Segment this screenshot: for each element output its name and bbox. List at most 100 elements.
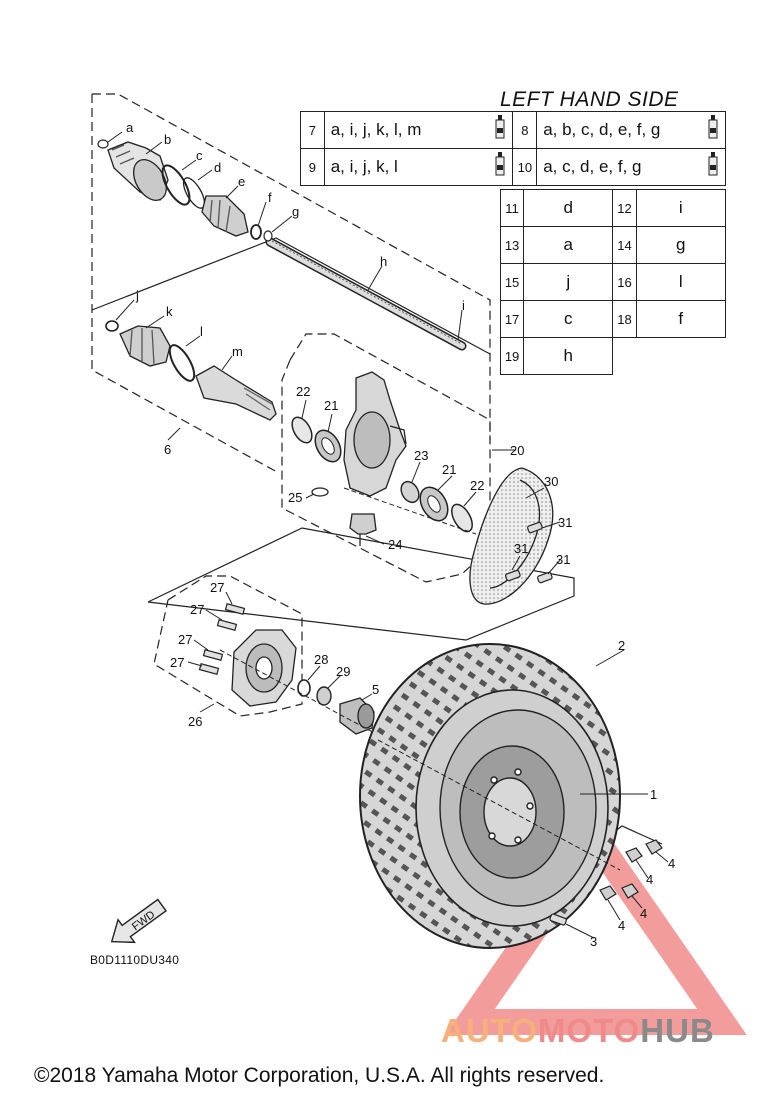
band-f [250,224,262,240]
watermark-part: MOTO [537,1012,641,1049]
brake-disc [469,467,554,605]
inner-cv-joint-m [195,365,277,421]
kit-part: h [523,337,614,375]
circlip-j [105,320,119,332]
kit-part: c [523,300,614,338]
kit-number: 17 [499,300,525,338]
page-title: LEFT HAND SIDE [500,88,679,111]
callout-27b: 27 [190,602,204,617]
washer-28 [297,679,311,697]
kit-table-grid: 11 d 12 i 13 a 14 g 15 j 16 l 17 c 18 f … [499,189,727,375]
kit-number: 7 [300,111,325,149]
kit-part: a [523,226,614,264]
oil-seal-22b [451,503,473,533]
grease-tube-icon [487,148,514,186]
circlip-a [97,139,109,149]
kit-row: 11 d 12 i [499,189,727,227]
kit-part: g [635,226,727,264]
rim [439,709,597,907]
callout-e: e [238,174,245,189]
boot-e [201,195,249,237]
callout-26: 26 [188,714,202,729]
nut-29 [316,686,332,706]
oil-seal-22a [291,416,313,444]
callout-m: m [232,344,243,359]
circlip-25 [311,487,329,497]
callout-31b: 31 [514,541,528,556]
copyright-notice: ©2018 Yamaha Motor Corporation, U.S.A. A… [34,1064,605,1087]
callout-l: l [200,324,203,339]
kit-row: 19 h [499,337,726,375]
watermark-part: AUTO [441,1012,538,1049]
outer-joint-group-outline [91,237,491,355]
spacer-23 [400,480,420,504]
callout-27a: 27 [210,580,224,595]
fwd-arrow-icon: FWD [110,898,167,944]
kit-row: 15 j 16 l [499,263,727,301]
kit-table-top: 7 a, i, j, k, l, m 8 a, b, c, d, e, f, g… [300,111,727,186]
drawing-code: B0D1110DU340 [90,953,180,967]
kit-parts: a, i, j, k, l [323,148,488,186]
callout-21a: 21 [324,398,338,413]
callout-2: 2 [618,638,625,653]
callout-3: 3 [590,934,597,949]
knuckle [343,371,407,497]
grease-tube-icon [700,148,727,186]
disc-bolts [505,521,553,584]
kit-row: 7 a, i, j, k, l, m 8 a, b, c, d, e, f, g [300,111,727,149]
kit-parts: a, b, c, d, e, f, g [536,111,701,149]
kit-number: 8 [512,111,538,149]
drive-shaft-group-outline [91,93,491,473]
callout-d: d [214,160,221,175]
callout-5: 5 [372,682,379,697]
knuckle-axis-line [343,487,477,535]
callout-4b: 4 [646,872,653,887]
kit-number: 15 [499,263,525,301]
callout-22b: 22 [470,478,484,493]
kit-row: 9 a, i, j, k, l 10 a, c, d, e, f, g [300,148,727,186]
circlip-g [263,230,273,242]
watermark-logo: AUTOMOTOHUB [441,1012,715,1050]
kit-number: 19 [499,337,525,375]
callout-31a: 31 [558,515,572,530]
boot-k [119,325,171,367]
kit-number: 11 [499,189,525,227]
valve-3 [549,913,567,926]
kit-parts: a, c, d, e, f, g [536,148,701,186]
callout-a: a [126,120,134,135]
bearing-21a [314,429,342,463]
callout-27c: 27 [178,632,192,647]
kit-parts: a, i, j, k, l, m [323,111,488,149]
kit-number: 9 [300,148,325,186]
wheel-hub [231,629,297,707]
grease-tube-icon [700,111,727,149]
callout-f: f [268,190,272,205]
outer-cv-joint [107,141,169,201]
callout-21b: 21 [442,462,456,477]
callout-27d: 27 [170,655,184,670]
callout-28: 28 [314,652,328,667]
callout-b: b [164,132,171,147]
bearing-21b [419,486,449,522]
leader-lines [107,131,669,939]
callout-h: h [380,254,387,269]
callout-30: 30 [544,474,558,489]
kit-number: 10 [512,148,538,186]
callout-22a: 22 [296,384,310,399]
drive-shaft [265,237,467,351]
callout-labels: a b c d e f g h i j k l m 2 1 4 4 4 4 3 … [126,120,675,949]
callout-24: 24 [388,537,402,552]
callout-20: 20 [510,443,524,458]
grease-tube-icon [487,111,514,149]
watermark-part: HUB [640,1012,715,1049]
ball-joint-24 [349,513,377,546]
callout-c: c [196,148,203,163]
hub-studs [198,603,246,675]
hub-axis-line [219,649,381,737]
kit-part: j [523,263,614,301]
cap-5 [339,697,375,735]
kit-number: 16 [612,263,637,301]
kit-number: 14 [612,226,637,264]
callout-g: g [292,204,299,219]
